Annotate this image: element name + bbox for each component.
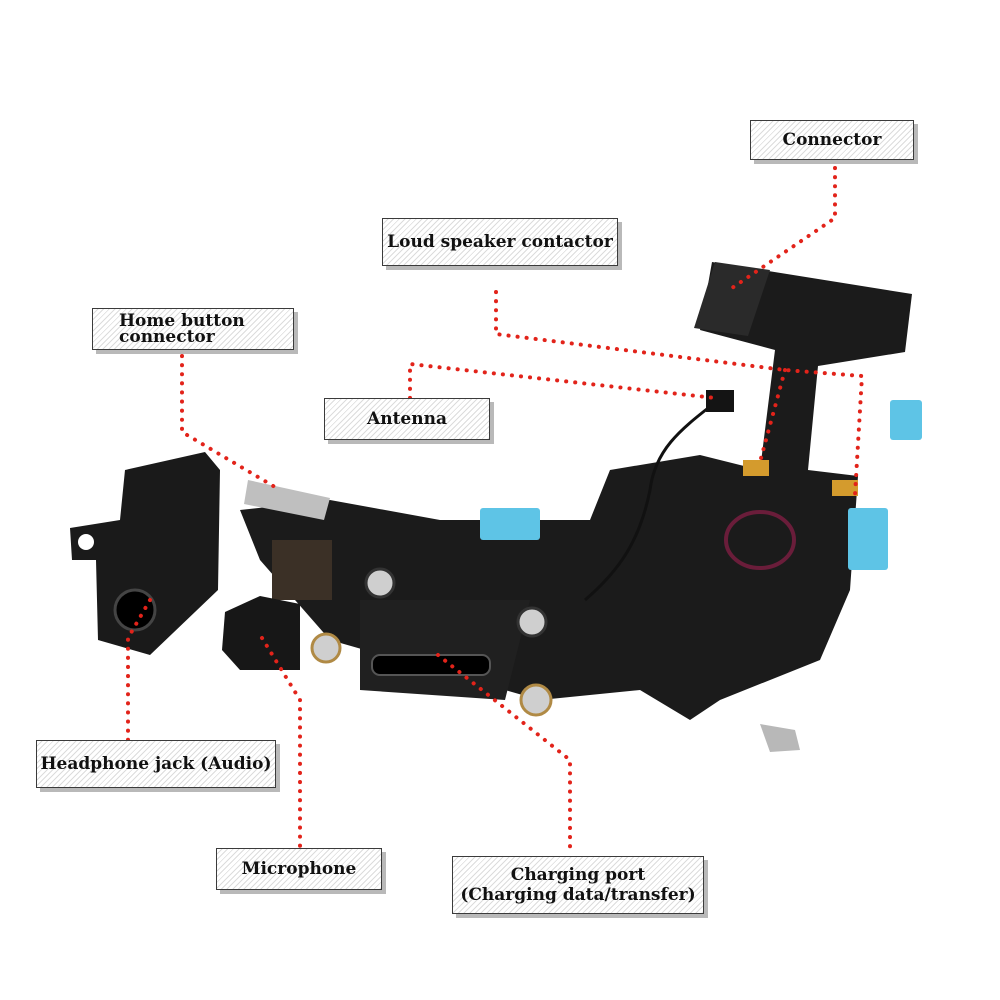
leader-charging-port	[436, 653, 572, 856]
charging-port-housing	[360, 600, 530, 700]
screw-bracket-4	[519, 683, 553, 717]
microphone-housing	[222, 596, 300, 670]
component-board	[272, 540, 332, 600]
speaker-contact-left	[743, 460, 769, 476]
screw-bracket-3	[310, 632, 342, 664]
label-home-button-line2: connector	[119, 327, 215, 347]
connector-end	[694, 262, 770, 336]
screw-bracket-1	[364, 567, 396, 599]
label-charging-port-line1: Charging port	[510, 865, 646, 885]
label-microphone: Microphone	[216, 848, 382, 890]
headphone-jack-hole	[113, 588, 157, 632]
label-antenna: Antenna	[324, 398, 490, 440]
label-headphone-jack: Headphone jack (Audio)	[36, 740, 276, 788]
leader-home-button	[180, 354, 282, 492]
leader-antenna	[408, 361, 717, 400]
label-loud-speaker-text: Loud speaker contactor	[387, 232, 613, 252]
speaker-contact-right	[832, 480, 858, 496]
leader-lines	[126, 166, 865, 856]
metal-tab-bottom	[760, 724, 800, 752]
blue-tab-top	[890, 400, 922, 440]
label-microphone-text: Microphone	[241, 859, 357, 879]
leader-connector	[730, 166, 837, 290]
antenna-wire	[584, 403, 713, 602]
label-connector: Connector	[750, 120, 914, 160]
leader-loud-speaker	[494, 290, 865, 497]
blue-tab-right	[848, 508, 888, 570]
charging-port-opening	[371, 654, 491, 676]
leader-microphone	[260, 636, 302, 848]
label-connector-text: Connector	[782, 130, 882, 150]
stamp-mark	[724, 510, 796, 570]
label-loud-speaker-contactor: Loud speaker contactor	[382, 218, 618, 266]
antenna-head	[706, 390, 734, 412]
blue-tab-middle	[480, 508, 540, 540]
screw-bracket-2	[516, 606, 548, 638]
label-charging-port-line2: (Charging data/transfer)	[460, 885, 696, 905]
headphone-jack-housing	[70, 452, 220, 655]
label-charging-port: Charging port (Charging data/transfer)	[452, 856, 704, 914]
label-headphone-jack-text: Headphone jack (Audio)	[40, 754, 272, 774]
leader-headphone	[126, 598, 152, 742]
label-home-button-connector: Home button connector	[92, 308, 294, 350]
mount-hole-left	[78, 534, 94, 550]
label-home-button-line1: Home button	[119, 311, 245, 331]
label-antenna-text: Antenna	[367, 409, 447, 429]
home-button-plate	[244, 480, 330, 520]
